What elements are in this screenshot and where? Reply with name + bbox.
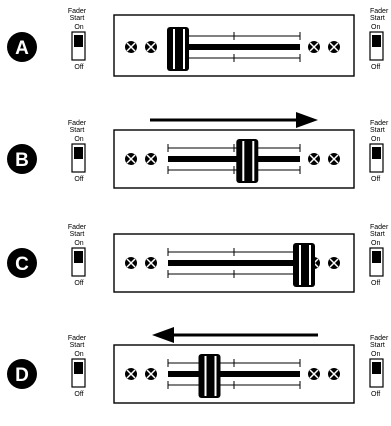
step-c-letter: C xyxy=(15,254,29,275)
fader-start-off-label: Off xyxy=(74,64,83,71)
screw-icon xyxy=(328,257,340,269)
screw-icon xyxy=(125,153,137,165)
fader-start-title-line1: Fader xyxy=(370,335,389,342)
fader-start-off-label: Off xyxy=(74,391,83,398)
fader-track xyxy=(168,44,300,50)
screw-icon xyxy=(125,257,137,269)
fader-start-title-line2: Start xyxy=(370,15,385,22)
fader-start-switch-right: Fader Start On Off xyxy=(369,120,389,183)
fader-start-toggle-knob xyxy=(74,35,83,47)
fader-track xyxy=(168,260,300,266)
fader-start-on-label: On xyxy=(371,24,380,31)
fader-start-switch-left: Fader Start On Off xyxy=(68,224,87,287)
fader-start-off-label: Off xyxy=(371,280,380,287)
fader-start-switch-left: Fader Start On Off xyxy=(68,8,87,71)
fader-knob[interactable] xyxy=(167,27,189,71)
fader-start-toggle-knob xyxy=(372,362,381,374)
fader-start-title-line2: Start xyxy=(370,342,385,349)
fader-start-title-line1: Fader xyxy=(370,224,389,231)
screw-icon xyxy=(125,41,137,53)
fader-start-off-label: Off xyxy=(371,391,380,398)
fader-start-on-label: On xyxy=(74,24,83,31)
fader-knob[interactable] xyxy=(198,354,221,398)
screw-icon xyxy=(125,368,137,380)
fader-start-title-line2: Start xyxy=(70,231,85,238)
arrow-left-icon xyxy=(152,327,318,343)
fader-start-on-label: On xyxy=(74,240,83,247)
fader-scale xyxy=(167,359,301,389)
fader-start-on-label: On xyxy=(74,136,83,143)
fader-track xyxy=(168,156,300,162)
fader-start-toggle-knob xyxy=(372,251,381,263)
arrow-right-icon xyxy=(150,112,318,128)
fader-start-toggle-knob xyxy=(74,362,83,374)
fader-knob[interactable] xyxy=(236,139,259,183)
screw-icon xyxy=(308,153,320,165)
fader-start-title-line1: Fader xyxy=(68,8,87,15)
fader-start-title-line2: Start xyxy=(70,15,85,22)
fader-start-toggle-knob xyxy=(372,35,381,47)
fader-start-title-line1: Fader xyxy=(370,8,389,15)
fader-start-title-line2: Start xyxy=(370,231,385,238)
fader-scale xyxy=(167,144,301,174)
fader-start-title-line2: Start xyxy=(370,127,385,134)
fader-start-off-label: Off xyxy=(371,176,380,183)
step-b-badge xyxy=(7,144,37,174)
step-c-badge xyxy=(7,248,37,278)
step-c: C Fader Start On Off Fader Start On Off xyxy=(7,224,389,293)
fader-start-title-line2: Start xyxy=(70,342,85,349)
screw-icon xyxy=(145,153,157,165)
fader-start-on-label: On xyxy=(371,351,380,358)
fader-panel xyxy=(113,129,355,189)
step-a-badge xyxy=(7,32,37,62)
step-a-letter: A xyxy=(15,38,29,59)
fader-panel xyxy=(113,14,355,77)
step-d: D Fader Start On Off Fader Start On Off xyxy=(7,327,389,404)
fader-start-off-label: Off xyxy=(74,176,83,183)
step-d-letter: D xyxy=(15,365,29,386)
fader-start-switch-right: Fader Start On Off xyxy=(369,8,389,71)
fader-start-switch-right: Fader Start On Off xyxy=(369,224,389,287)
fader-start-switch-right: Fader Start On Off xyxy=(369,335,389,398)
fader-start-off-label: Off xyxy=(371,64,380,71)
fader-knob[interactable] xyxy=(293,243,315,287)
step-b-letter: B xyxy=(15,150,29,171)
step-b: B Fader Start On Off Fader Start On Off xyxy=(7,112,389,189)
fader-start-on-label: On xyxy=(371,240,380,247)
fader-start-switch-left: Fader Start On Off xyxy=(68,120,87,183)
screw-icon xyxy=(145,368,157,380)
fader-start-title-line1: Fader xyxy=(68,335,87,342)
screw-icon xyxy=(328,41,340,53)
screw-icon xyxy=(145,41,157,53)
fader-panel xyxy=(113,233,355,293)
fader-start-toggle-knob xyxy=(74,251,83,263)
step-d-badge xyxy=(7,359,37,389)
fader-start-switch-left: Fader Start On Off xyxy=(68,335,87,398)
fader-track xyxy=(168,371,300,377)
fader-start-toggle-knob xyxy=(74,147,83,159)
fader-start-title-line1: Fader xyxy=(68,224,87,231)
step-a: A Fader Start On Off Fader Start On Off xyxy=(7,8,389,77)
fader-start-title-line2: Start xyxy=(70,127,85,134)
fader-start-off-label: Off xyxy=(74,280,83,287)
fader-start-title-line1: Fader xyxy=(68,120,87,127)
fader-start-title-line1: Fader xyxy=(370,120,389,127)
screw-icon xyxy=(308,368,320,380)
screw-icon xyxy=(308,41,320,53)
screw-icon xyxy=(328,153,340,165)
screw-icon xyxy=(328,368,340,380)
fader-start-toggle-knob xyxy=(372,147,381,159)
fader-start-on-label: On xyxy=(74,351,83,358)
fader-panel xyxy=(113,344,355,404)
screw-icon xyxy=(145,257,157,269)
fader-start-on-label: On xyxy=(371,136,380,143)
